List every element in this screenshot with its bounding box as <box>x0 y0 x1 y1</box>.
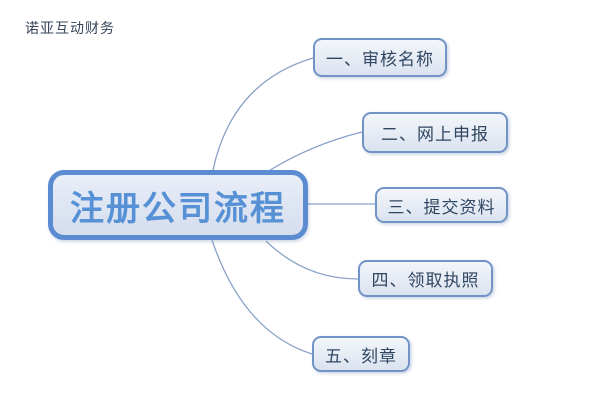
connector-branch-1 <box>212 57 314 171</box>
brand-watermark: 诺亚互动财务 <box>25 20 115 36</box>
branch-node-label: 三、提交资料 <box>387 197 496 217</box>
branch-node-label: 五、刻章 <box>325 346 397 366</box>
branch-node-label: 一、审核名称 <box>326 50 434 69</box>
connector-branch-5 <box>211 239 313 355</box>
branch-node-submit-materials[interactable]: 三、提交资料 <box>375 187 508 223</box>
branch-node-engrave-seal[interactable]: 五、刻章 <box>312 336 410 372</box>
branch-node-online-declaration[interactable]: 二、网上申报 <box>362 112 508 153</box>
branch-node-label: 四、领取执照 <box>371 271 480 290</box>
branch-node-review-name[interactable]: 一、审核名称 <box>313 38 447 77</box>
connector-branch-4 <box>265 240 359 280</box>
connector-branch-2 <box>266 131 363 173</box>
root-node-label: 注册公司流程 <box>70 189 286 228</box>
branch-node-label: 二、网上申报 <box>381 125 489 144</box>
root-node[interactable]: 注册公司流程 <box>48 170 308 240</box>
branch-node-collect-license[interactable]: 四、领取执照 <box>358 260 493 297</box>
